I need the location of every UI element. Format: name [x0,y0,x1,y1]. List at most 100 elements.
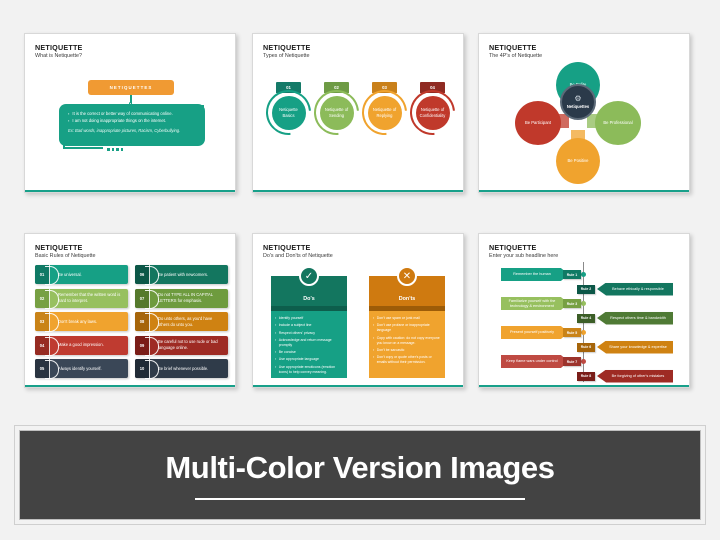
slide-6-title: NETIQUETTE [489,243,537,252]
timeline-node-1 [580,272,586,277]
donts-item-text: Don't use profane or inappropriate langu… [376,323,430,333]
bullet-icon: ▪ [275,337,277,342]
timeline-bar-text: Remember the human [513,272,551,277]
timeline-tag-6: Rule 6 [577,342,595,352]
slide-6-subtitle: Enter your sub headline here [489,253,559,259]
rule-number: 01 [35,265,50,284]
netiquettes-header-box: NETIQUETTES [88,80,174,95]
bullet-icon: ▪ [275,330,277,335]
timeline-bar-8[interactable]: Be forgiving of other's mistakes [597,369,673,383]
bullet-icon: ▪ [275,350,277,355]
dos-item-text: Identify yourself [278,316,304,320]
type-number: 02 [324,82,349,93]
rule-text: Be brief whenever possible. [158,365,209,371]
rule-text: Always identify yourself. [58,365,102,371]
x-circle-icon: ✕ [397,266,417,286]
bullet-icon: ▪ [275,357,277,362]
timeline-bar-4[interactable]: Respect others time & bandwidth [597,311,673,325]
petal-be-participant[interactable]: Be Participant [515,101,561,145]
timeline-bar-6[interactable]: Share your knowledge & expertise [597,340,673,354]
timeline-bar-7[interactable]: Keep flame wars under control [501,355,569,368]
slide-6-rules-timeline[interactable]: NETIQUETTE Enter your sub headline here … [478,233,690,388]
petal-be-positive[interactable]: Be Positive [556,138,600,184]
bullet-icon: ▪ [373,335,375,340]
timeline-bar-text: Behave ethically & responsible [612,286,664,291]
donts-item-text: Don't use spam or junk mail [376,316,420,320]
slide-5-subtitle: Do's and Don'ts of Netiquette [263,253,333,259]
rules-timeline: Remember the human Rule 1 Behave ethically… [479,262,689,386]
timeline-tag-2: Rule 2 [577,284,595,294]
rule-item-02[interactable]: 02 Remember that the written word is hard… [35,288,128,308]
dos-item-text: Be concise [278,350,296,355]
check-circle-icon: ✓ [299,266,319,286]
donts-list-item: ▪Copy with caution: do not copy everyone… [373,336,440,346]
timeline-node-5 [580,330,586,335]
diagram-center-node[interactable]: ⚙ Netiquettes [560,84,596,120]
timeline-bar-3[interactable]: Familiarize yourself with the technology… [501,297,569,310]
slide-1-subtitle: What is Netiquette? [35,53,83,59]
rules-row: 02 Remember that the written word is hard… [35,288,228,308]
netiquette-definition-card: ▪It is the correct or better way of comm… [59,104,205,146]
dos-item-text: Use appropriate language [278,357,319,362]
slide-4-title: NETIQUETTE [35,243,83,252]
slide-1-what-is-netiquette[interactable]: NETIQUETTE What is Netiquette? NETIQUETT… [24,33,236,193]
bullet-icon: ▪ [275,316,277,320]
rule-text: Remember that the written word is hard t… [58,292,121,303]
gear-icon: ⚙ [574,94,582,103]
bullet-icon: ▪ [68,111,70,116]
slide-3-four-ps-of-netiquette[interactable]: NETIQUETTE The 4P's of Netiquette Be Pol… [478,33,690,193]
bullet-icon: ▪ [275,364,277,369]
dos-item-text: Use appropriate emoticons (emotion icons… [278,364,336,374]
definition-example: Ex: Bad words, inappropriate pictures, R… [68,128,181,133]
slide-4-subtitle: Basic Rules of Netiquette [35,253,96,259]
type-ring: Netiquette of Replying [352,80,417,145]
version-banner-rule [195,498,525,500]
timeline-tag-1: Rule 1 [563,270,581,279]
connector-line-bottom [63,147,103,149]
rule-number: 02 [35,288,50,308]
timeline-node-7 [580,359,586,364]
rule-text: Make a good impression. [58,342,104,348]
petal-be-professional[interactable]: Be Professional [595,101,641,145]
timeline-tag-8: Rule 8 [577,371,595,381]
slide-2-subtitle: Types of Netiquette [263,53,310,59]
rule-number: 05 [35,359,50,378]
rule-item-05[interactable]: 05 Always identify yourself. [35,359,128,378]
timeline-bar-5[interactable]: Present yourself positively [501,326,569,339]
version-banner: Multi-Color Version Images [14,425,706,525]
donts-item-text: Don't copy or quote other's posts or ema… [376,355,432,365]
timeline-bar-2[interactable]: Behave ethically & responsible [597,282,673,296]
donts-list-item: ▪Don't be sarcastic [373,348,440,353]
connector-dot-row [107,148,123,151]
donts-lip [369,306,445,311]
dos-item-text: Include a subject line [278,323,312,328]
timeline-bar-1[interactable]: Remember the human [501,268,569,281]
slide-5-dos-and-donts[interactable]: NETIQUETTE Do's and Don'ts of Netiquette… [252,233,464,388]
type-number: 01 [276,82,301,93]
dos-list-item: ▪Be concise [275,350,342,355]
bullet-icon: ▪ [373,355,375,360]
timeline-bar-text: Keep flame wars under control [506,359,558,364]
donts-list-item: ▪Don't use spam or junk mail [373,316,440,321]
dos-list-item: ▪Include a subject line [275,323,342,328]
type-number: 03 [372,82,397,93]
